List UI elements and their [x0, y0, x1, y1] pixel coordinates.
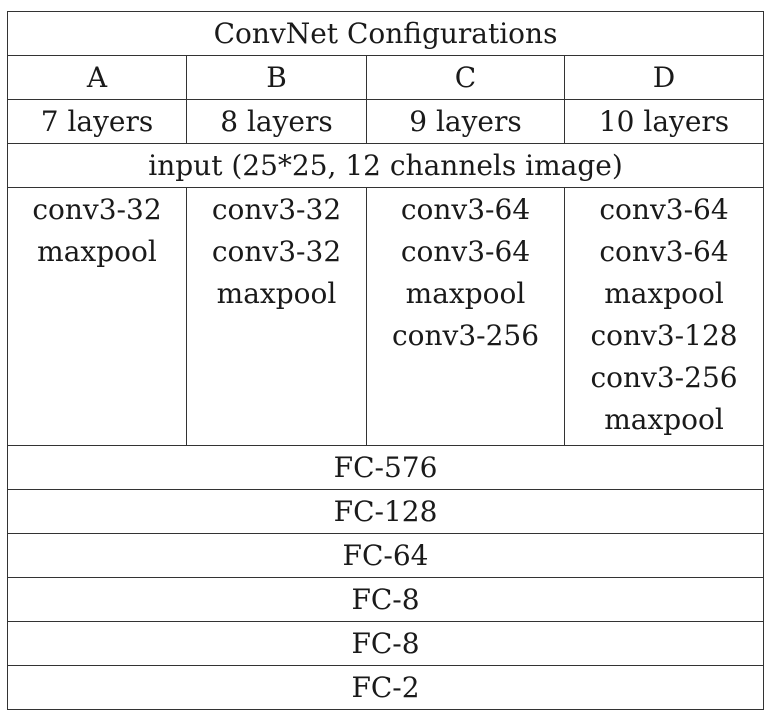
layers-cell-c: conv3-64 conv3-64 maxpool conv3-256	[366, 187, 565, 446]
layer-entry: maxpool	[37, 235, 157, 268]
layer-entry: conv3-32	[211, 235, 342, 268]
config-name-c: C	[366, 55, 565, 100]
layers-cell-a: conv3-32 maxpool	[7, 187, 187, 446]
layer-entry: conv3-256	[391, 319, 540, 352]
fc-layer-row: FC-64	[6, 533, 765, 578]
config-name-d: D	[563, 55, 765, 100]
layer-count-c: 9 layers	[366, 99, 565, 144]
fc-layer: FC-64	[6, 533, 765, 578]
layer-entry: maxpool	[405, 277, 526, 310]
fc-layer: FC-8	[6, 621, 765, 666]
layer-entry: conv3-64	[599, 235, 729, 268]
table-title: ConvNet Configurations	[6, 11, 765, 56]
fc-layer-row: FC-8	[6, 577, 765, 622]
layer-count-b: 8 layers	[186, 99, 367, 144]
fc-layer: FC-128	[6, 489, 765, 534]
config-name-row: A B C D	[7, 55, 765, 100]
fc-layer-row: FC-8	[6, 621, 765, 666]
layer-entry: conv3-32	[32, 193, 162, 226]
layer-entry: conv3-32	[211, 193, 342, 226]
layers-cell-d: conv3-64 conv3-64 maxpool conv3-128 conv3-25…	[563, 187, 765, 446]
fc-layer-row: FC-2	[6, 665, 765, 710]
layer-entry: conv3-64	[400, 193, 531, 226]
layer-count-a: 7 layers	[7, 99, 187, 144]
layer-entry: conv3-64	[599, 193, 729, 226]
layer-entry: maxpool	[216, 277, 337, 310]
fc-layer: FC-8	[6, 577, 765, 622]
config-name-a: A	[7, 55, 187, 100]
layers-cell-b: conv3-32 conv3-32 maxpool	[186, 187, 367, 446]
input-spec: input (25*25, 12 channels image)	[6, 143, 765, 188]
layer-entry: conv3-128	[590, 319, 738, 352]
fc-layer-row: FC-576	[6, 445, 765, 490]
table-body: ConvNet Configurations A B C D 7 layers …	[6, 11, 765, 710]
layer-entry: conv3-256	[590, 361, 738, 394]
fc-layer: FC-576	[6, 445, 765, 490]
fc-layer-row: FC-128	[6, 489, 765, 534]
input-row: input (25*25, 12 channels image)	[6, 143, 765, 188]
layer-entry: maxpool	[604, 403, 724, 436]
title-row: ConvNet Configurations	[6, 11, 765, 56]
convnet-configurations-table: ConvNet Configurations A B C D 7 layers …	[6, 11, 765, 710]
layer-count-d: 10 layers	[563, 99, 765, 144]
config-name-b: B	[186, 55, 367, 100]
layer-entry: maxpool	[604, 277, 724, 310]
layer-count-row: 7 layers 8 layers 9 layers 10 layers	[7, 99, 765, 144]
fc-layer: FC-2	[6, 665, 765, 710]
layer-entry: conv3-64	[400, 235, 531, 268]
